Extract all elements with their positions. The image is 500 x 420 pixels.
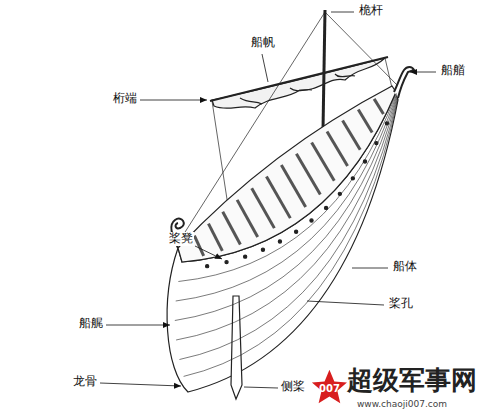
deck [178, 86, 396, 262]
part-name: 龙骨 [72, 375, 98, 389]
part-name: 桁端 [112, 92, 138, 106]
oar-bench [252, 188, 275, 228]
badge-number: 007 [311, 368, 348, 394]
hull-plank [176, 97, 397, 340]
watermark-text: 超级军事网 [346, 366, 478, 396]
oar-bench [281, 165, 305, 207]
leader-line [307, 301, 384, 305]
oar-hole [324, 206, 327, 209]
oar-bench [194, 236, 203, 256]
oar-bench [296, 154, 320, 195]
part-name: 船体 [392, 260, 418, 274]
oar-bench [374, 99, 383, 114]
part-name: 船艉 [78, 317, 104, 331]
part-name: 侧桨 [280, 380, 306, 394]
oar-hole [375, 142, 378, 145]
oar-hole [385, 122, 388, 125]
part-name: 船帆 [250, 36, 276, 50]
hull-plank [175, 96, 397, 321]
oar-bench [327, 131, 348, 165]
sail [212, 58, 385, 108]
brace-line [385, 58, 392, 88]
oar-bench [223, 212, 241, 245]
leader-line [262, 54, 268, 82]
oar-hole [338, 192, 341, 195]
oar-hole [225, 261, 228, 264]
oar-hole [363, 160, 366, 163]
oar-hole [310, 219, 313, 222]
leader-arrow [195, 246, 222, 259]
oar-hole [261, 248, 264, 251]
part-name: 桨凳 [168, 232, 194, 246]
part-name: 桨孔 [388, 297, 414, 311]
oar-bench [343, 120, 361, 149]
leader-arrow [100, 383, 181, 386]
leader-line [244, 387, 278, 388]
oar-bench [208, 224, 222, 251]
part-name: 桅杆 [358, 4, 384, 18]
leader-arrow [140, 100, 207, 101]
oar-hole [244, 255, 247, 258]
leader-lines [100, 12, 436, 388]
leader-line [331, 12, 354, 13]
stay-line [325, 12, 398, 86]
oar-hole [206, 265, 209, 268]
oar-hole [295, 230, 298, 233]
oar-hole [278, 240, 281, 243]
star-badge: 007 [311, 368, 348, 405]
watermark-text: www.chaoji007.com [356, 399, 448, 409]
hull-plank [179, 98, 397, 360]
hull-plank [184, 99, 398, 376]
oar-bench [266, 177, 290, 219]
oar-bench [237, 200, 258, 237]
oar-bench [358, 110, 372, 133]
ship [167, 10, 414, 399]
part-name: 船艏 [440, 64, 466, 78]
oar-hole [351, 177, 354, 180]
oar-bench [312, 143, 335, 181]
leader-arrow [410, 72, 436, 73]
side-oar [231, 296, 242, 399]
yard [210, 57, 388, 101]
hull-plank [176, 94, 397, 301]
hull-plank [178, 93, 396, 281]
leader-arrow [106, 325, 170, 326]
leader-line [352, 268, 388, 269]
